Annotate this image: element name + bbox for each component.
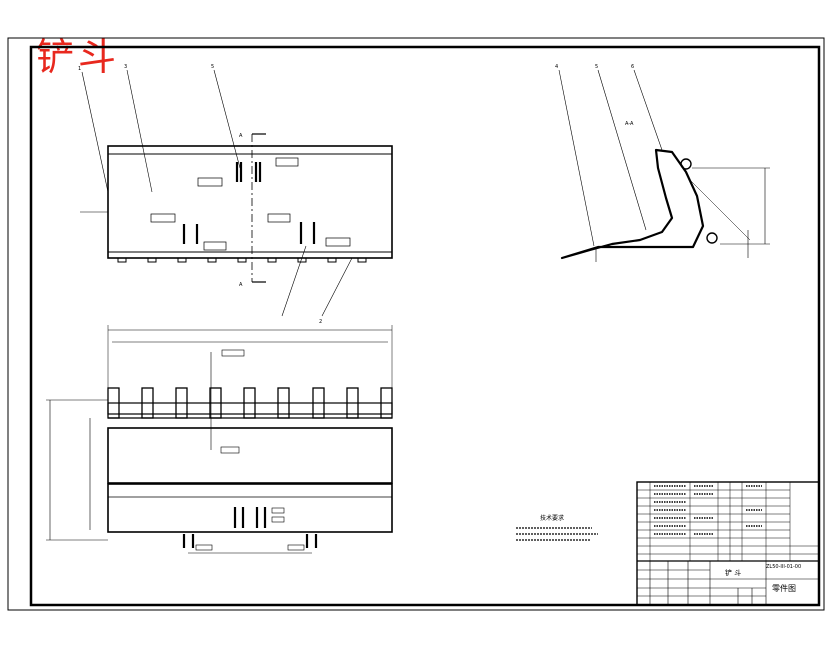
section-mark-top: A [239,133,243,139]
drawing-type: 零件图 [772,583,796,593]
front-view: A A 1 3 5 2 [78,64,393,325]
title-block: 铲 斗 ZL50-III-01-00 零件图 [636,481,820,606]
drawing-number: ZL50-III-01-00 [766,564,801,570]
top-view [46,325,393,554]
leader-3: 3 [124,64,127,70]
leader-5b: 5 [595,64,598,70]
section-view: 4 5 6 A-A [555,64,770,262]
part-name: 铲 斗 [725,568,741,577]
tech-requirements: 技术要求 [516,514,598,541]
leader-1: 1 [78,66,81,72]
leader-5: 5 [211,64,214,70]
leader-4: 4 [555,64,558,70]
tech-requirements-title: 技术要求 [540,514,564,522]
stamp-title: 铲斗 [36,35,121,79]
section-label: A-A [625,121,634,127]
section-mark-bottom: A [239,282,243,288]
leader-6: 6 [631,64,634,70]
outer-frame [7,37,825,611]
leader-2: 2 [319,319,322,325]
inner-frame [29,45,821,607]
